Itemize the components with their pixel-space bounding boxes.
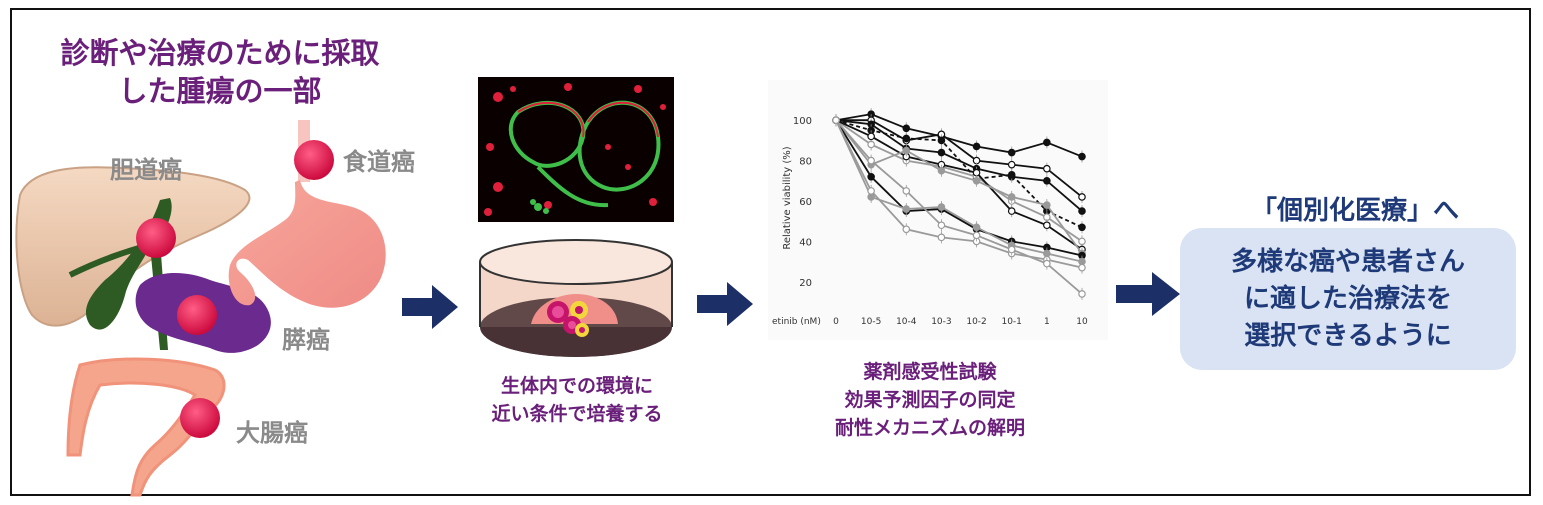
liver-shape [15, 166, 251, 327]
chart-ylabel: Relative viability (%) [782, 146, 793, 249]
arrow-right-icon [402, 285, 458, 329]
chart-series-line [835, 119, 1083, 269]
goal-box: 多様な癌や患者さん に適した治療法を 選択できるように [1180, 228, 1516, 370]
arrow-right-icon [1116, 272, 1180, 316]
figure-frame [10, 8, 1531, 496]
chart-series-line [835, 113, 1083, 158]
chart-point [902, 146, 911, 155]
chart-ytick-label: 100 [793, 116, 812, 127]
chart-point [1007, 193, 1016, 201]
chart-point [1043, 177, 1051, 185]
chart-ytick-label: 80 [799, 157, 812, 168]
chart-point [1007, 170, 1016, 179]
intro-title-line2: した腫瘍の一部 [118, 74, 322, 108]
assay-caption-line2: 効果予測因子の同定 [844, 389, 1016, 411]
chart-point [902, 205, 911, 213]
pancreatic-tumor-icon [177, 295, 217, 335]
chart-series-line [835, 119, 1083, 263]
chart-point [902, 134, 911, 143]
chart-point [972, 231, 981, 240]
chart-point [1043, 201, 1051, 209]
chart-point [1007, 207, 1016, 215]
chart-ytick-label: 60 [799, 197, 812, 208]
stomach-shape [228, 180, 386, 308]
petri-dish-icon [479, 239, 673, 357]
chart-ytick-label: 20 [799, 278, 812, 289]
arrow-right-icon [697, 282, 753, 326]
chart-point [867, 156, 875, 165]
chart-point [1007, 245, 1016, 254]
chart-series-line [835, 119, 1083, 295]
chart-xtick-label: 10-5 [861, 317, 881, 327]
chart-point [1007, 148, 1016, 157]
chart-point [1078, 193, 1086, 201]
chart-point [1078, 290, 1086, 298]
chart-xtick-label: 10-1 [1001, 317, 1021, 327]
culture-caption: 生体内での環境に 近い条件で培養する [452, 372, 702, 428]
chart-point [937, 148, 946, 157]
chart-series-line [835, 119, 1083, 257]
label-colorectal-cancer: 大腸癌 [236, 419, 308, 447]
chart-point [902, 225, 911, 234]
chart-point [867, 187, 875, 195]
chart-point [1043, 138, 1051, 147]
chart-point [1078, 152, 1086, 161]
organoid-micrograph [478, 77, 674, 222]
chart-ytick-label: 40 [799, 237, 812, 248]
label-esophageal-cancer: 食道癌 [343, 148, 415, 176]
chart-point [937, 221, 946, 230]
chart-xtick-label: 10-2 [966, 317, 986, 327]
chart-point [1007, 160, 1016, 169]
biliary-tumor-icon [136, 218, 176, 258]
intro-title: 診断や治療のために採取 した腫瘍の一部 [30, 34, 410, 110]
intro-title-line1: 診断や治療のために採取 [60, 36, 380, 70]
chart-series-line [835, 119, 1083, 251]
chart-point [937, 136, 946, 145]
chart-point [937, 233, 946, 242]
chart-point [867, 172, 875, 181]
chart-point [972, 142, 981, 151]
chart-xtick-label: 0 [833, 317, 839, 327]
chart-point [1043, 164, 1051, 173]
chart-point [937, 203, 946, 211]
goal-line1: 多様な癌や患者さん [1230, 246, 1465, 277]
chart-point [1043, 221, 1051, 230]
chart-series-line [835, 119, 1083, 229]
viability-chart: Relative viability (%) etinib (nM) 20 40 6… [768, 80, 1108, 340]
chart-point [902, 187, 911, 195]
colorectal-tumor-icon [180, 398, 220, 438]
chart-point [937, 166, 946, 175]
goal-title: 「個別化医療」へ [1250, 196, 1459, 226]
esophageal-tumor-icon [294, 140, 334, 180]
chart-xtick-label: 10 [1076, 317, 1088, 327]
goal-line2: に適した治療法を [1243, 283, 1452, 314]
goal-line3: 選択できるように [1244, 320, 1452, 351]
chart-point [1078, 223, 1086, 232]
chart-xlabel-prefix: etinib (nM) [772, 317, 821, 327]
assay-caption-line3: 耐性メカニズムの解明 [834, 417, 1025, 439]
chart-point [1043, 259, 1051, 268]
assay-caption-line1: 薬剤感受性試験 [863, 361, 997, 383]
chart-series-line [835, 119, 1083, 255]
chart-point [902, 124, 911, 133]
chart-point [867, 132, 875, 141]
chart-xtick-label: 1 [1044, 317, 1050, 327]
organs-illustration [15, 120, 386, 497]
chart-point [832, 116, 840, 125]
chart-series-line [836, 119, 1083, 198]
label-pancreatic-cancer: 膵癌 [282, 326, 330, 354]
chart-xtick-label: 10-3 [931, 317, 951, 327]
culture-caption-line2: 近い条件で培養する [491, 403, 663, 425]
chart-xtick-label: 10-4 [896, 317, 917, 327]
culture-caption-line1: 生体内での環境に [500, 375, 653, 397]
chart-series-line [835, 119, 1083, 243]
chart-point [972, 177, 981, 185]
chart-point [1078, 263, 1086, 272]
label-biliary-cancer: 胆道癌 [110, 156, 182, 184]
assay-caption: 薬剤感受性試験 効果予測因子の同定 耐性メカニズムの解明 [790, 358, 1070, 442]
chart-point [1078, 207, 1086, 215]
